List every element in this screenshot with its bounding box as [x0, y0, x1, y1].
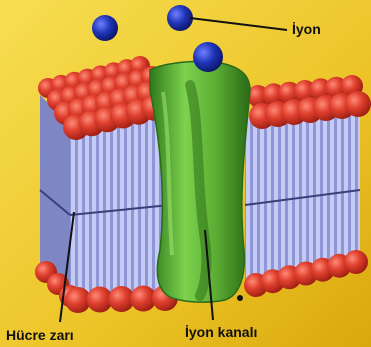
ion-sphere — [193, 42, 223, 72]
lipid-head — [345, 91, 371, 117]
ion-sphere — [92, 15, 118, 41]
ion-sphere — [167, 5, 193, 31]
ion-channel-protein — [150, 61, 250, 302]
ion-label: İyon — [292, 22, 321, 36]
cell-membrane-label: Hücre zarı — [6, 328, 74, 342]
lipid-head — [344, 250, 368, 274]
ion-channel-label: İyon kanalı — [185, 325, 257, 339]
